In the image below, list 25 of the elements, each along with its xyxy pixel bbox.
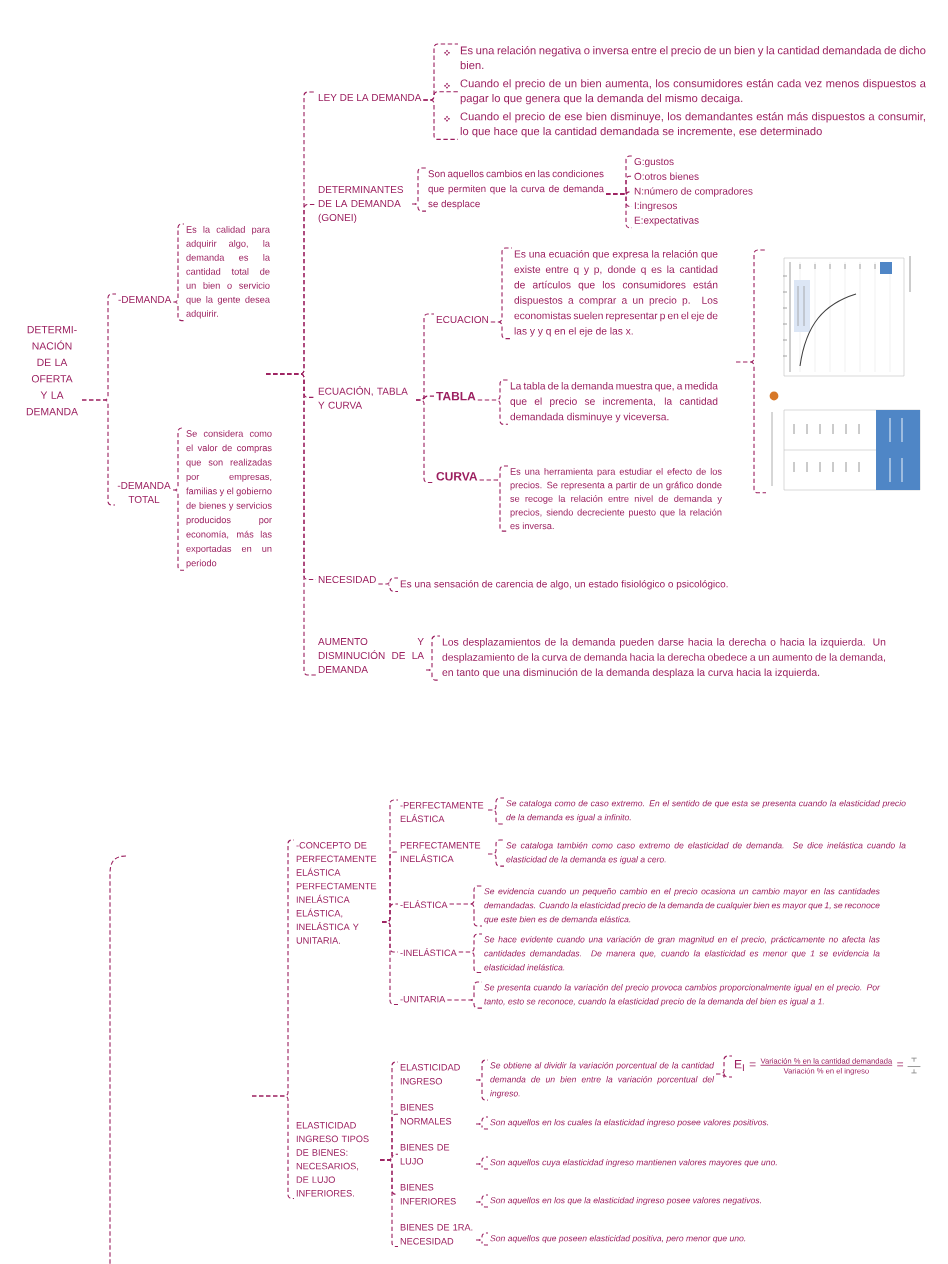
curly-brace <box>475 1059 489 1101</box>
curly-brace <box>458 933 483 973</box>
curly-brace <box>487 797 505 825</box>
curly-brace <box>422 99 459 140</box>
curly-brace <box>475 1194 489 1208</box>
curly-brace <box>475 1232 489 1246</box>
curly-brace <box>449 885 483 927</box>
curly-brace <box>477 379 509 425</box>
curly-brace <box>251 1095 295 1200</box>
curly-brace <box>411 167 427 212</box>
curly-brace <box>475 1156 489 1170</box>
curly-brace <box>81 399 116 506</box>
curly-brace <box>172 427 185 571</box>
demand-chart-drawing <box>769 255 921 491</box>
curly-brace <box>379 1159 399 1248</box>
curly-brace <box>172 223 185 322</box>
curly-brace <box>425 635 441 681</box>
curly-brace <box>377 577 399 592</box>
curly-brace <box>605 193 633 229</box>
curly-brace <box>446 981 483 1009</box>
curly-brace <box>715 1055 733 1079</box>
curly-brace <box>475 1116 489 1130</box>
curly-brace <box>479 465 509 532</box>
curly-brace <box>487 839 505 867</box>
curly-brace <box>381 921 399 1005</box>
